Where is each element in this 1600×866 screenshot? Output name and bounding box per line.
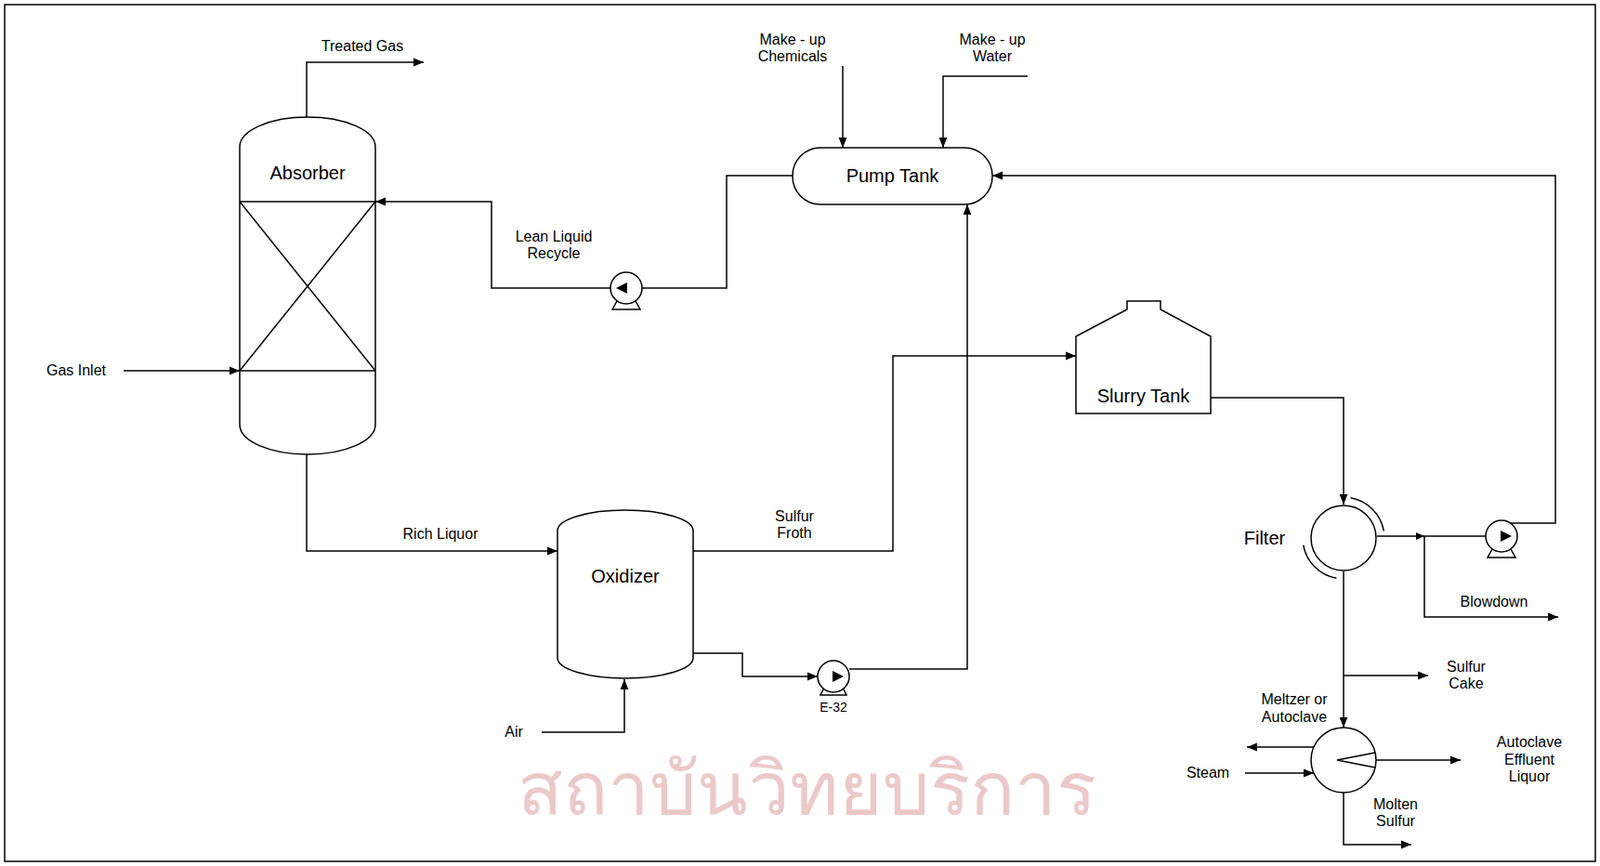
heat-exchanger: Meltzer or Autoclave [1311,727,1377,793]
stream-label-holder: Steam [1181,764,1235,782]
gas-inlet-line [123,369,240,372]
stream-label-holder: Molten Sulfur [1363,796,1425,831]
outlet-line [1246,746,1314,748]
stream-label: Rich Liquor [401,525,481,543]
tank-shell [1075,301,1211,414]
frame-border [4,4,1596,862]
pump-arrow [1500,530,1512,542]
stream-label-holder: Make - up Water [948,31,1033,66]
unit-name: Slurry Tank [1075,385,1211,407]
pump-arrow [616,282,628,294]
equipment-tag: E-32 [799,699,868,715]
vessel-shell [557,510,694,679]
stream-label-holder: Treated Gas [316,38,409,55]
flow-line [992,175,1556,537]
slurry-tank: Slurry Tank [1075,301,1211,414]
rotary-filter: Filter [1226,504,1378,572]
stream-label: Sulfur Froth [763,508,826,543]
pump-tank: Pump Tank [792,147,993,205]
watermark: สถาบันวิทยบริการ [515,747,1099,833]
stream-label-holder: Sulfur Cake [1435,658,1494,694]
pump-casing [1485,520,1518,552]
oxidizer-vessel: Oxidizer [557,510,694,679]
sulfur-cake-line [1343,674,1429,677]
stream-label-holder: Sulfur Froth [763,508,822,543]
unit-name: Oxidizer [557,565,694,588]
air-line [541,679,625,733]
stream-label: Molten Sulfur [1363,796,1429,831]
exchanger-shell [1311,727,1377,793]
junction-arrow [1416,532,1425,540]
steam-line [1245,772,1314,774]
stream-label-holder: Air [499,723,528,741]
drum-shell [792,147,993,205]
pump-casing [817,660,850,693]
unit-outline [557,510,694,679]
stream-label-holder: Gas Inlet [41,362,112,380]
flow-line [306,454,558,551]
coil [1337,752,1376,768]
unit-outline [1311,727,1377,793]
stream-label: Make - up Water [948,31,1037,66]
flow-line [693,653,818,677]
unit-name: Absorber [239,162,376,184]
unit-name: Filter [1226,527,1303,550]
stream-label-holder: Autoclave Effluent Liquor [1489,734,1566,786]
pump-symbol [610,272,643,310]
pump-casing [610,272,643,304]
stream-label: Lean Liquid Recycle [505,228,603,263]
pump-arrow [832,670,844,682]
chemicals-line [841,65,844,148]
stream-label: Autoclave Effluent Liquor [1489,734,1570,786]
rotation-arc [1350,498,1385,532]
flow-line [375,175,793,289]
pump-symbol [1485,520,1518,558]
watermark-holder: สถาบันวิทยบริการ [512,747,1102,833]
stream-label: Sulfur Cake [1435,658,1497,694]
flow-line [693,355,1076,551]
water-line [943,76,1028,148]
column-shell [239,117,376,455]
stream-label-holder: Blowdown [1455,593,1534,611]
flow-line [1210,397,1344,505]
stream-label: Make - up Chemicals [748,31,837,66]
stream-label: Steam [1184,764,1232,782]
unit-name: Meltzer or Autoclave [1255,691,1334,726]
stream-label: Air [502,723,525,741]
stream-label-holder: Lean Liquid Recycle [505,228,599,263]
packing-bed [239,201,376,371]
absorber-column: Absorber [239,117,376,455]
stream-label: Gas Inlet [44,362,108,380]
pump-symbol: E-32 [817,660,850,693]
stream-label: Treated Gas [319,38,406,55]
stream-label-holder: Make - up Chemicals [748,31,833,66]
flow-line [1342,571,1345,728]
flow-line [849,204,968,669]
unit-outline [817,660,850,693]
rotation-arc [1303,545,1338,579]
unit-name: Pump Tank [792,165,993,187]
effluent-line [1376,759,1461,761]
stream-label-holder: Rich Liquor [398,525,484,543]
filter-drum [1311,505,1377,571]
treated-gas-line [306,62,424,118]
stream-label: Blowdown [1458,593,1531,611]
